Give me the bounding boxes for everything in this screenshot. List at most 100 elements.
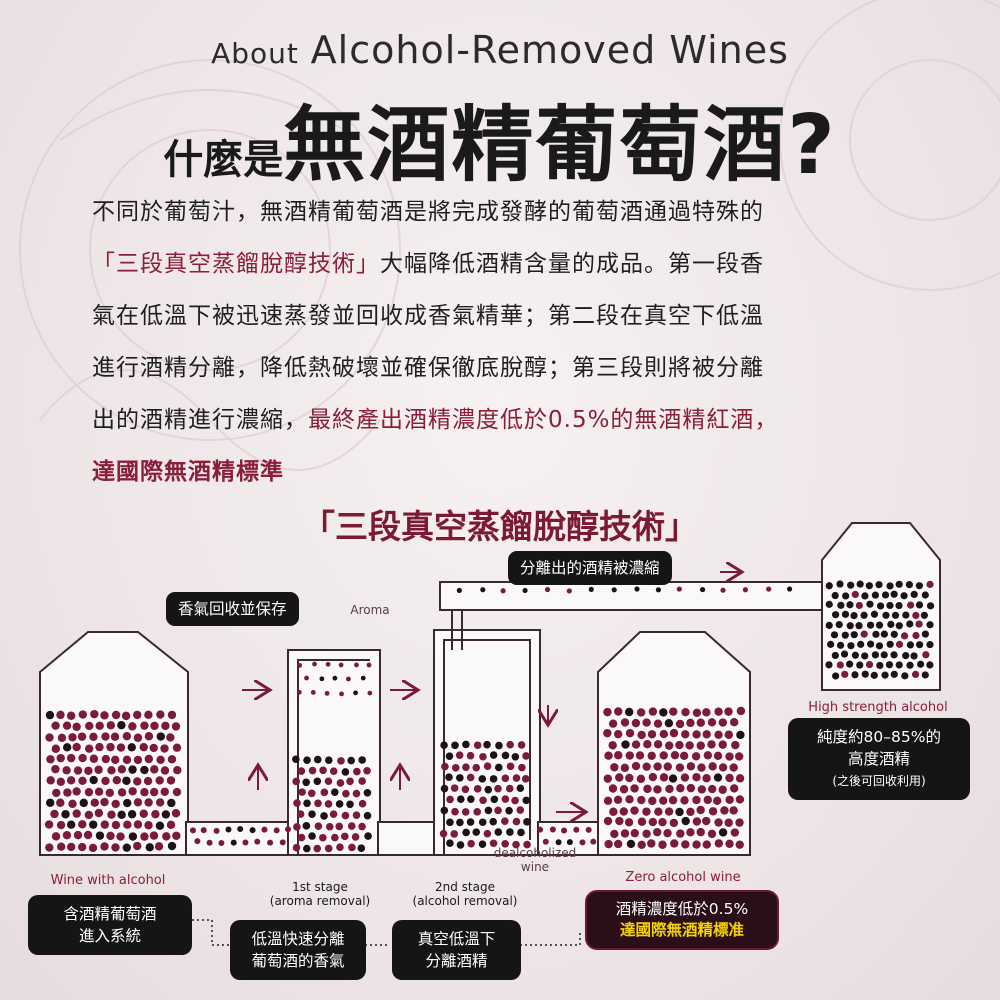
wine-particle — [714, 730, 723, 740]
wine-particle — [608, 719, 618, 728]
particle — [364, 832, 372, 840]
wine-particle — [653, 762, 662, 771]
particle — [450, 784, 459, 792]
alcohol-particle — [842, 592, 850, 600]
wine-particle — [167, 755, 177, 764]
wine-particle — [614, 839, 623, 849]
alcohol-particle — [891, 611, 900, 619]
wine-particle — [66, 820, 76, 829]
particle — [456, 774, 464, 782]
particle — [511, 752, 520, 761]
particle — [302, 844, 311, 853]
pipe-top — [439, 581, 829, 611]
label-high-strength: High strength alcohol — [808, 700, 948, 715]
alcohol-particle — [875, 581, 883, 589]
particle — [329, 767, 338, 775]
alcohol-particle — [886, 601, 894, 610]
wine-particle — [94, 765, 103, 774]
particle — [585, 826, 592, 833]
particle — [292, 755, 300, 764]
wine-particle — [692, 730, 701, 739]
wine-particle — [653, 719, 663, 728]
aroma-particle — [366, 662, 372, 668]
wine-particle — [729, 718, 739, 727]
wine-particle — [45, 710, 55, 720]
particle — [489, 751, 498, 759]
particle — [511, 796, 519, 805]
wine-particle — [78, 776, 87, 786]
wine-particle — [72, 787, 81, 796]
wine-particle — [56, 842, 66, 851]
wine-particle — [735, 840, 744, 849]
particle — [473, 785, 482, 793]
wine-particle — [143, 776, 153, 786]
wine-particle — [702, 708, 711, 717]
particle — [308, 832, 316, 840]
wine-particle — [116, 743, 126, 752]
particle — [566, 839, 573, 846]
wine-particle — [730, 784, 739, 793]
alcohol-particle — [885, 661, 894, 669]
particle — [363, 766, 371, 775]
aroma-particle — [346, 676, 351, 682]
wine-particle — [637, 840, 646, 850]
particle — [466, 818, 475, 826]
wine-particle — [637, 817, 647, 826]
wine-particle — [603, 796, 613, 806]
wine-particle — [56, 753, 65, 763]
wine-particle — [128, 787, 137, 796]
wine-particle — [630, 828, 639, 838]
wine-particle — [160, 787, 169, 796]
particle — [357, 844, 366, 853]
wine-particle — [630, 806, 639, 815]
wine-particle — [729, 763, 738, 772]
wine-particle — [619, 785, 629, 794]
wine-particle — [95, 831, 105, 840]
alcohol-particle — [865, 660, 874, 669]
intro-line-2: 「三段真空蒸餾脫醇技術」大幅降低酒精含量的成品。第一段香 — [92, 238, 922, 290]
wine-particle — [117, 720, 126, 730]
alcohol-particle — [634, 586, 640, 592]
particle — [279, 839, 286, 846]
wine-particle — [670, 839, 679, 848]
wine-particle — [692, 772, 701, 782]
particle — [296, 810, 305, 818]
wine-particle — [51, 744, 61, 753]
wine-particle — [725, 839, 734, 849]
wine-particle — [78, 820, 87, 829]
wine-particle — [172, 831, 181, 840]
particle — [501, 751, 510, 760]
alcohol-particle — [900, 592, 908, 600]
particle — [341, 811, 350, 820]
alcohol-particle — [921, 630, 929, 638]
wine-particle — [668, 774, 678, 783]
alcohol-particle — [851, 590, 859, 599]
particle — [455, 751, 464, 759]
intro-line-4: 進行酒精分離，降低熱破壞並確保徹底脫醇；第三段則將被分離 — [92, 355, 764, 381]
wine-particle — [663, 762, 672, 771]
wine-particle — [603, 707, 612, 717]
alcohol-particle — [922, 651, 930, 659]
alcohol-particle — [910, 590, 918, 599]
particle — [341, 768, 350, 776]
wine-particle — [72, 809, 81, 818]
title-main: 無酒精葡萄酒? — [283, 98, 837, 193]
particle — [501, 817, 509, 825]
wine-particle — [101, 732, 110, 741]
wine-particle — [685, 741, 694, 750]
wine-particle — [718, 718, 728, 727]
alcohol-particle — [895, 601, 903, 610]
wine-particle — [603, 816, 613, 826]
particle — [340, 832, 349, 841]
box-stage-1: 低溫快速分離 葡萄酒的香氣 — [230, 920, 366, 980]
alcohol-particle — [926, 580, 934, 589]
wine-particle — [614, 707, 623, 716]
particle — [297, 833, 306, 842]
particle — [466, 751, 475, 760]
alcohol-particle — [906, 601, 915, 609]
wine-particle — [66, 776, 76, 785]
alcohol-particle — [926, 661, 934, 669]
intro-standard: 達國際無酒精標準 — [92, 459, 284, 485]
box-high-line-3: (之後可回收利用) — [832, 774, 926, 788]
wine-particle — [89, 732, 98, 741]
